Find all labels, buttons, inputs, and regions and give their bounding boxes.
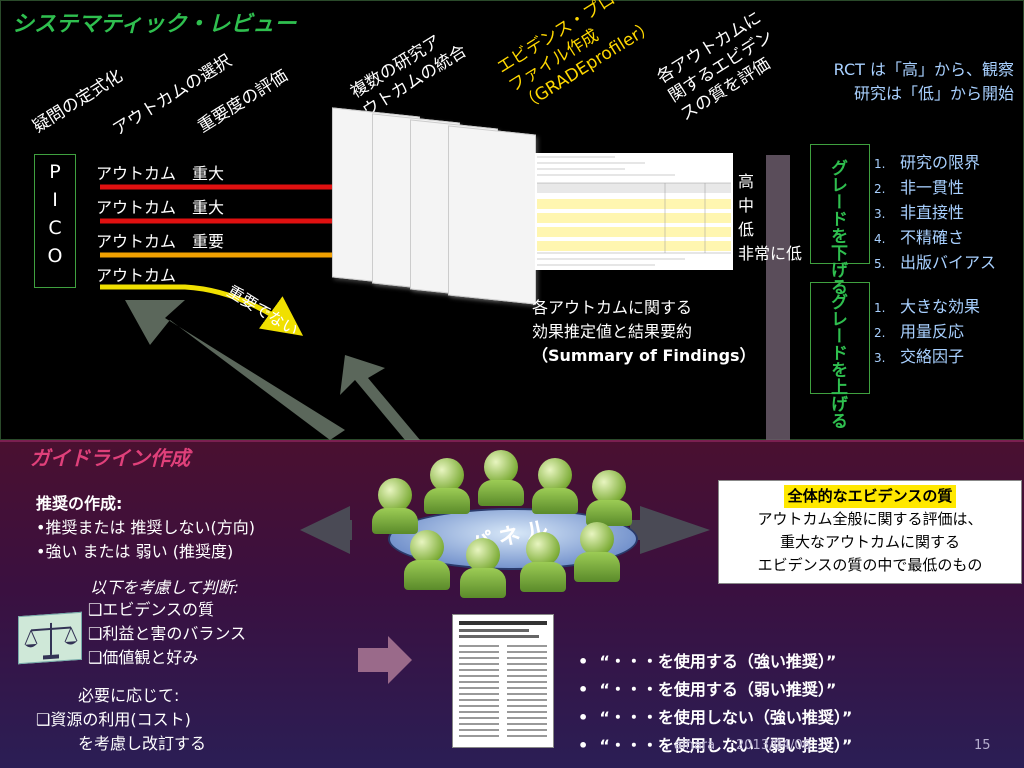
grade-down-box: グレードを下げる	[810, 144, 870, 295]
panel-member-icon	[532, 488, 578, 514]
quality-levels: 高 中 低 非常に低	[738, 170, 802, 266]
quality-very-low: 非常に低	[738, 244, 803, 263]
grade-down-list: 1.研究の限界 2.非一貫性 3.非直接性 4.不精確さ 5.出版バイアス	[874, 152, 996, 277]
study-doc-4	[448, 125, 536, 305]
bottom-arrows-layer	[300, 506, 710, 684]
panel-member-icon	[378, 478, 412, 512]
footer-date: 2013/04/06	[736, 738, 811, 753]
statement-item: • “・・・を使用しない（強い推奨）”	[578, 708, 853, 727]
outcome-label-4: アウトカム	[96, 266, 177, 285]
grade-down-item: 3.非直接性	[874, 203, 965, 222]
arrow-overall-to-panel	[630, 506, 710, 554]
arrow-not-important	[100, 284, 304, 336]
consider-list: ❑エビデンスの質 ❑利益と害のバランス ❑価値観と好み	[88, 600, 247, 667]
guideline-document	[452, 614, 554, 748]
sof-caption: 各アウトカムに関する 効果推定値と結果要約 （Summary of Findin…	[532, 298, 756, 365]
quality-low: 低	[738, 220, 755, 239]
grade-down-item: 4.不精確さ	[874, 228, 965, 247]
grade-up-item: 2.用量反応	[874, 322, 965, 341]
grade-up-item: 1.大きな効果	[874, 297, 981, 316]
grade-down-item: 5.出版バイアス	[874, 253, 997, 272]
pico-box: P I C O	[34, 154, 76, 288]
outcome-label-3: アウトカム 重要	[96, 232, 225, 251]
evidence-profile-table	[535, 153, 733, 270]
footer-author: aihara	[674, 738, 716, 753]
pico-p: P	[49, 161, 61, 183]
panel-member-icon	[574, 552, 620, 582]
recommendation-block: 推奨の作成: •推奨または 推奨しない(方向) •強い または 弱い (推奨度)	[36, 494, 256, 561]
panel-member-icon	[466, 538, 500, 572]
consider-title: 以下を考慮して判断:	[90, 578, 239, 597]
panel-member-icon	[404, 560, 450, 590]
panel-member-icon	[460, 568, 506, 598]
panel-member-icon	[580, 522, 614, 556]
grade-down-item: 1.研究の限界	[874, 153, 981, 172]
outcome-label-2: アウトカム 重大	[96, 198, 225, 217]
section-title-systematic-review: システマティック・レビュー	[12, 12, 297, 37]
statement-item: • “・・・を使用する（強い推奨）”	[578, 652, 837, 671]
extra-consideration: 必要に応じて: ❑資源の利用(コスト) を考慮し改訂する	[36, 686, 207, 753]
quality-high: 高	[738, 172, 755, 191]
panel-member-icon	[478, 480, 524, 506]
grade-up-label: グレードを上げる	[827, 293, 847, 429]
overall-quality-box: 全体的なエビデンスの質 アウトカム全般に関する評価は、 重大なアウトカムに関する…	[718, 480, 1022, 584]
panel-member-icon	[538, 458, 572, 492]
pico-c: C	[48, 217, 62, 239]
rct-note: RCT は「高」から、観察 研究は「低」から開始	[833, 60, 1014, 103]
panel-member-icon	[372, 508, 418, 534]
panel-member-icon	[592, 470, 626, 504]
panel-member-icon	[424, 488, 470, 514]
grade-up-item: 3.交絡因子	[874, 347, 965, 366]
panel-member-icon	[520, 562, 566, 592]
down-arrow-shaft	[766, 155, 790, 440]
page-number: 15	[974, 738, 991, 753]
scales-icon	[18, 611, 82, 665]
panel-member-icon	[410, 530, 444, 564]
statement-item: • “・・・を使用しない（弱い推奨）”	[578, 736, 853, 755]
panel-member-icon	[484, 450, 518, 484]
feedback-arrow-1	[125, 300, 345, 440]
grade-down-label: グレードを下げる	[827, 159, 847, 295]
section-title-guideline: ガイドライン作成	[30, 446, 190, 470]
pico-o: O	[47, 245, 63, 267]
grade-up-list: 1.大きな効果 2.用量反応 3.交絡因子	[874, 296, 980, 371]
panel-member-icon	[526, 532, 560, 566]
grade-down-item: 2.非一貫性	[874, 178, 965, 197]
recommendation-statements: • “・・・を使用する（強い推奨）” • “・・・を使用する（弱い推奨）” • …	[578, 648, 852, 760]
grade-up-box: グレードを上げる	[810, 282, 870, 429]
feedback-arrow-2	[340, 355, 420, 440]
arrow-to-guideline-doc	[358, 636, 412, 684]
outcome-label-1: アウトカム 重大	[96, 164, 225, 183]
arrow-panel-to-recommend	[300, 506, 352, 554]
overall-quality-title: 全体的なエビデンスの質	[783, 485, 957, 508]
pico-i: I	[52, 189, 58, 211]
statement-item: • “・・・を使用する（弱い推奨）”	[578, 680, 837, 699]
quality-moderate: 中	[738, 196, 755, 215]
panel-member-icon	[430, 458, 464, 492]
panel-member-icon	[586, 500, 632, 526]
